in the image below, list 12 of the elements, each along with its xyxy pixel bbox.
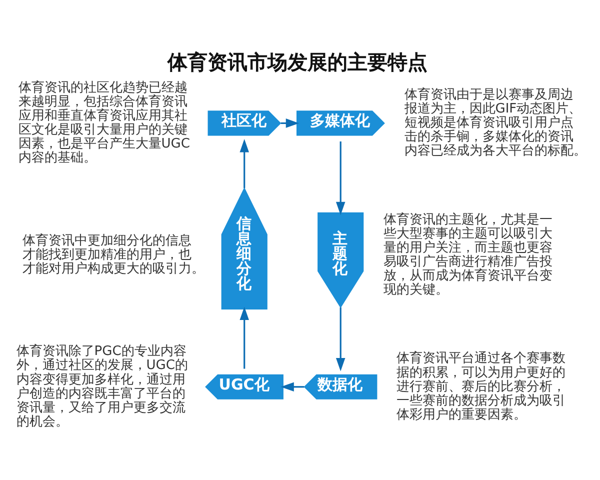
arrow [280, 382, 304, 392]
node-label: 体育资讯除了PGC的专业内容外，通过社区的发展，UGC的内容变得更加多样化，通过用户创造的内容既丰富了平台的资讯量，又给了用户更多交流的机会。 [16, 344, 188, 430]
arrow [336, 141, 346, 216]
arrow [240, 306, 249, 369]
arrow [336, 307, 346, 372]
node-label: 体育资讯的社区化趋势已经越来越明显，包括综合体育资讯应用和垂直体育资讯应用其社区文化是吸引大量用户的关键因素，也是平台产生大量UGC内容的基础。 [18, 80, 190, 166]
node-label: 体育资讯平台通过各个赛事数据的积累，可以为用户更好的进行赛前、赛后的比赛分析，一些赛前的数据分析成为吸引体彩用户的重要因素。 [396, 351, 566, 422]
node-label: 体育资讯中更加细分化的信息才能找到更加精准的用户，也才能对用户构成更大的吸引力。 [22, 233, 204, 276]
diagram-title: 体育资讯市场发展的主要特点 [168, 50, 428, 74]
node-label: 体育资讯的主题化，尤其是一些大型赛事的主题可以吸引大量的用户关注，而主题也更容易吸引广告商进行精准广告投放，从而成为体育资讯平台变现的关键。 [384, 212, 553, 298]
arrow [240, 139, 249, 188]
node-label: 体育资讯由于是以赛事及周边报道为主，因此GIF动态图片、短视频是体育资讯吸引用户点击的杀手锏，多媒体化的资讯内容已经成为各大平台的标配。 [404, 88, 586, 159]
